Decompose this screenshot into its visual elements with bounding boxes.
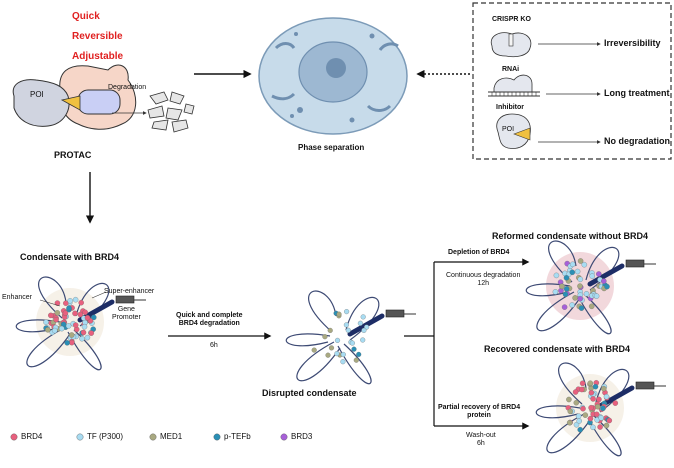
- branch-arrows: [404, 258, 530, 430]
- crispr-icon: [490, 32, 532, 58]
- disrupted-title: Disrupted condensate: [262, 388, 357, 398]
- feature-quick: Quick: [72, 11, 100, 22]
- rnai-outcome: Long treatment: [604, 88, 670, 98]
- step1-time: 6h: [210, 342, 218, 349]
- inhibitor-label: Inhibitor: [496, 104, 524, 111]
- legend-tf: TF (P300): [87, 432, 124, 441]
- super-enhancer-pointer: [91, 291, 107, 299]
- rnai-icon: [488, 74, 540, 97]
- degradation-label: Degradation: [108, 84, 147, 91]
- cell-icon: [258, 17, 408, 135]
- condensate-title: Condensate with BRD4: [20, 252, 120, 262]
- legend-dot: [10, 433, 18, 441]
- protein-fragments-icon: [147, 91, 195, 133]
- rnai-label: RNAi: [502, 66, 520, 73]
- legend-dot: [149, 433, 157, 441]
- condensate-with-brd4: [15, 276, 146, 371]
- crispr-outcome: Irreversibility: [604, 38, 661, 48]
- disrupted-condensate: [285, 290, 416, 385]
- reformed-condensate: [525, 240, 656, 335]
- feature-reversible: Reversible: [72, 31, 123, 42]
- feature-adjustable: Adjustable: [72, 51, 124, 62]
- recovered-condensate: [535, 362, 666, 457]
- inhibitor-icon: [496, 113, 531, 149]
- protac-title: PROTAC: [54, 150, 92, 160]
- branch-top-label: Depletion of BRD4: [448, 249, 510, 256]
- protac-poi-label: POI: [30, 90, 44, 99]
- protac-complex-icon: [12, 64, 137, 130]
- inhibitor-outcome: No degradation: [604, 136, 671, 146]
- enhancer-pointer: [39, 299, 61, 307]
- super-enhancer-label: Super-enhancer: [104, 288, 155, 295]
- branch-top-sub: Continuous degradation 12h: [446, 272, 521, 288]
- legend-ptefb: p-TEFb: [224, 432, 251, 441]
- crispr-label: CRISPR KO: [492, 16, 531, 23]
- gene-promoter-label: Gene Promoter: [112, 306, 141, 322]
- branch-top-result: Reformed condensate without BRD4: [492, 231, 649, 241]
- inhibitor-poi-label: POI: [502, 126, 515, 133]
- alternatives-box: [472, 2, 672, 160]
- branch-bottom-result: Recovered condensate with BRD4: [484, 344, 631, 354]
- legend-brd3: BRD3: [291, 432, 313, 441]
- legend-dot: [76, 433, 84, 441]
- legend-dot: [280, 433, 288, 441]
- cell-label: Phase separation: [298, 143, 365, 152]
- branch-bottom-sub: Wash-out 6h: [466, 432, 496, 448]
- legend-brd4: BRD4: [21, 432, 43, 441]
- enhancer-label: Enhancer: [2, 294, 32, 301]
- branch-bottom-label: Partial recovery of BRD4 protein: [438, 404, 521, 420]
- legend-dot: [213, 433, 221, 441]
- legend-med1: MED1: [160, 432, 183, 441]
- step1-label: Quick and complete BRD4 degradation: [176, 312, 243, 328]
